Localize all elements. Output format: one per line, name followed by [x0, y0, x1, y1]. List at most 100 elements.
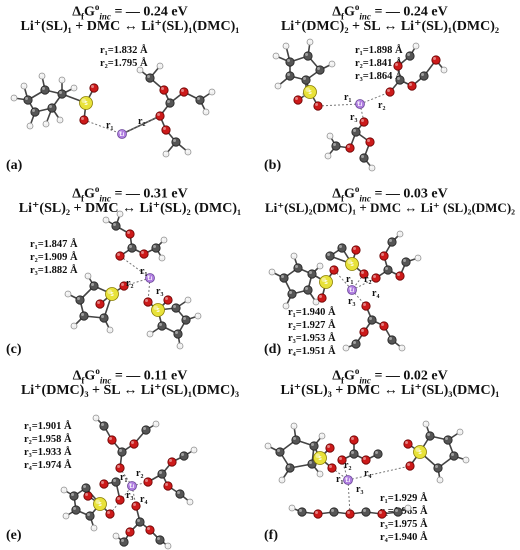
atom-o — [99, 479, 109, 489]
atom-o — [371, 273, 381, 283]
atom-o — [393, 61, 403, 71]
atom-h — [456, 428, 464, 436]
atom-c — [171, 137, 181, 147]
atom-highlight — [91, 85, 94, 88]
atom-c — [79, 311, 89, 321]
atom-symbol: H — [12, 96, 16, 102]
energy-title: ΔfGoinc = — 0.11 eV — [72, 366, 188, 386]
atom-h — [92, 414, 100, 422]
panel-label: (f) — [264, 528, 278, 543]
atom-highlight — [195, 313, 198, 316]
atom-highlight — [457, 429, 460, 432]
atom-c — [325, 251, 335, 261]
atom-symbol: H — [118, 212, 122, 218]
atom-h — [412, 42, 420, 50]
panel-a: ΔfGoinc = — 0.24 eV Li⁺(SL)₁ + DMC ↔ Li⁺… — [0, 0, 260, 182]
atom-c — [155, 535, 165, 545]
bond-length-label: r₃ — [126, 490, 133, 501]
atom-highlight — [293, 437, 296, 440]
atom-symbol: H — [138, 68, 142, 74]
atom-highlight — [57, 117, 60, 120]
atom-c — [373, 449, 383, 459]
atom-c — [351, 127, 361, 137]
atom-symbol: H — [196, 314, 200, 320]
atom-highlight — [291, 253, 294, 256]
atom-symbol: H — [86, 274, 90, 280]
atom-o — [293, 95, 303, 105]
atom-highlight — [107, 327, 110, 330]
atom-highlight — [445, 437, 448, 440]
atom-c — [141, 425, 151, 435]
atom-o — [167, 457, 177, 467]
atom-highlight — [344, 476, 348, 480]
atom-highlight — [305, 87, 310, 92]
panel-label: (e) — [6, 528, 22, 543]
atom-highlight — [281, 275, 284, 278]
atom-highlight — [27, 123, 31, 126]
atom-symbol: H — [290, 506, 294, 512]
atom-o — [349, 435, 359, 445]
atom-c — [419, 71, 429, 81]
atom-h — [136, 66, 144, 74]
atom-highlight — [405, 505, 408, 508]
atom-highlight — [283, 43, 286, 46]
atom-h — [160, 236, 168, 244]
atom-o — [129, 439, 139, 449]
atom-c — [69, 491, 79, 501]
atom-h — [56, 116, 64, 124]
atom-highlight — [287, 465, 290, 468]
atom-c — [383, 265, 393, 275]
distance-r3: r₃=1.882 Å — [30, 265, 78, 276]
atom-symbol: H — [314, 300, 318, 306]
atom-highlight — [305, 287, 308, 290]
atom-h — [272, 52, 280, 60]
atom-o — [327, 463, 337, 473]
atom-c — [75, 295, 85, 305]
atom-symbol: H — [192, 448, 196, 454]
coordination-bond — [359, 91, 391, 105]
atom-h — [290, 422, 298, 430]
bond-length-label: r₃ — [348, 296, 355, 307]
atom-c — [99, 421, 109, 431]
atom-highlight — [61, 487, 64, 490]
atom-symbol: H — [160, 256, 164, 262]
atom-highlight — [319, 295, 322, 298]
atom-h — [190, 446, 198, 454]
coordination-bond — [317, 103, 361, 107]
atom-o — [105, 509, 115, 519]
atom-highlight — [81, 98, 86, 103]
atom-highlight — [121, 283, 124, 286]
coordination-bond — [359, 103, 365, 123]
atom-highlight — [351, 437, 354, 440]
panel-label: (d) — [264, 342, 282, 357]
atom-symbol: H — [270, 270, 274, 276]
atom-highlight — [375, 451, 378, 454]
atom-highlight — [121, 539, 124, 542]
atom-highlight — [437, 477, 440, 480]
atom-highlight — [265, 443, 268, 446]
atom-symbol: H — [60, 78, 64, 84]
molecule-structure: HHHHHHSLiHHHHHr₁r₂r₃ — [272, 38, 448, 172]
atom-highlight — [127, 231, 130, 234]
atom-c — [181, 315, 191, 325]
atom-c — [173, 329, 183, 339]
atom-highlight — [361, 155, 364, 158]
atom-h — [102, 216, 110, 224]
atom-c — [351, 339, 361, 349]
atom-symbol: S — [318, 456, 322, 462]
atom-o — [395, 271, 405, 281]
atom-li — [347, 285, 357, 295]
atom-h — [194, 312, 202, 320]
energy-title: ΔfGoinc = — 0.02 eV — [332, 366, 448, 386]
bond-length-label: r₁ — [346, 274, 353, 285]
atom-highlight — [42, 87, 45, 90]
bond-length-label: r₃ — [156, 286, 163, 297]
atom-h — [152, 420, 160, 428]
bond-length-label: r₁ — [344, 92, 351, 103]
atom-h — [290, 252, 298, 260]
atom-c — [285, 71, 295, 81]
atom-highlight — [59, 77, 62, 80]
bond-length-label: r₄ — [372, 288, 379, 299]
atom-c — [179, 451, 189, 461]
